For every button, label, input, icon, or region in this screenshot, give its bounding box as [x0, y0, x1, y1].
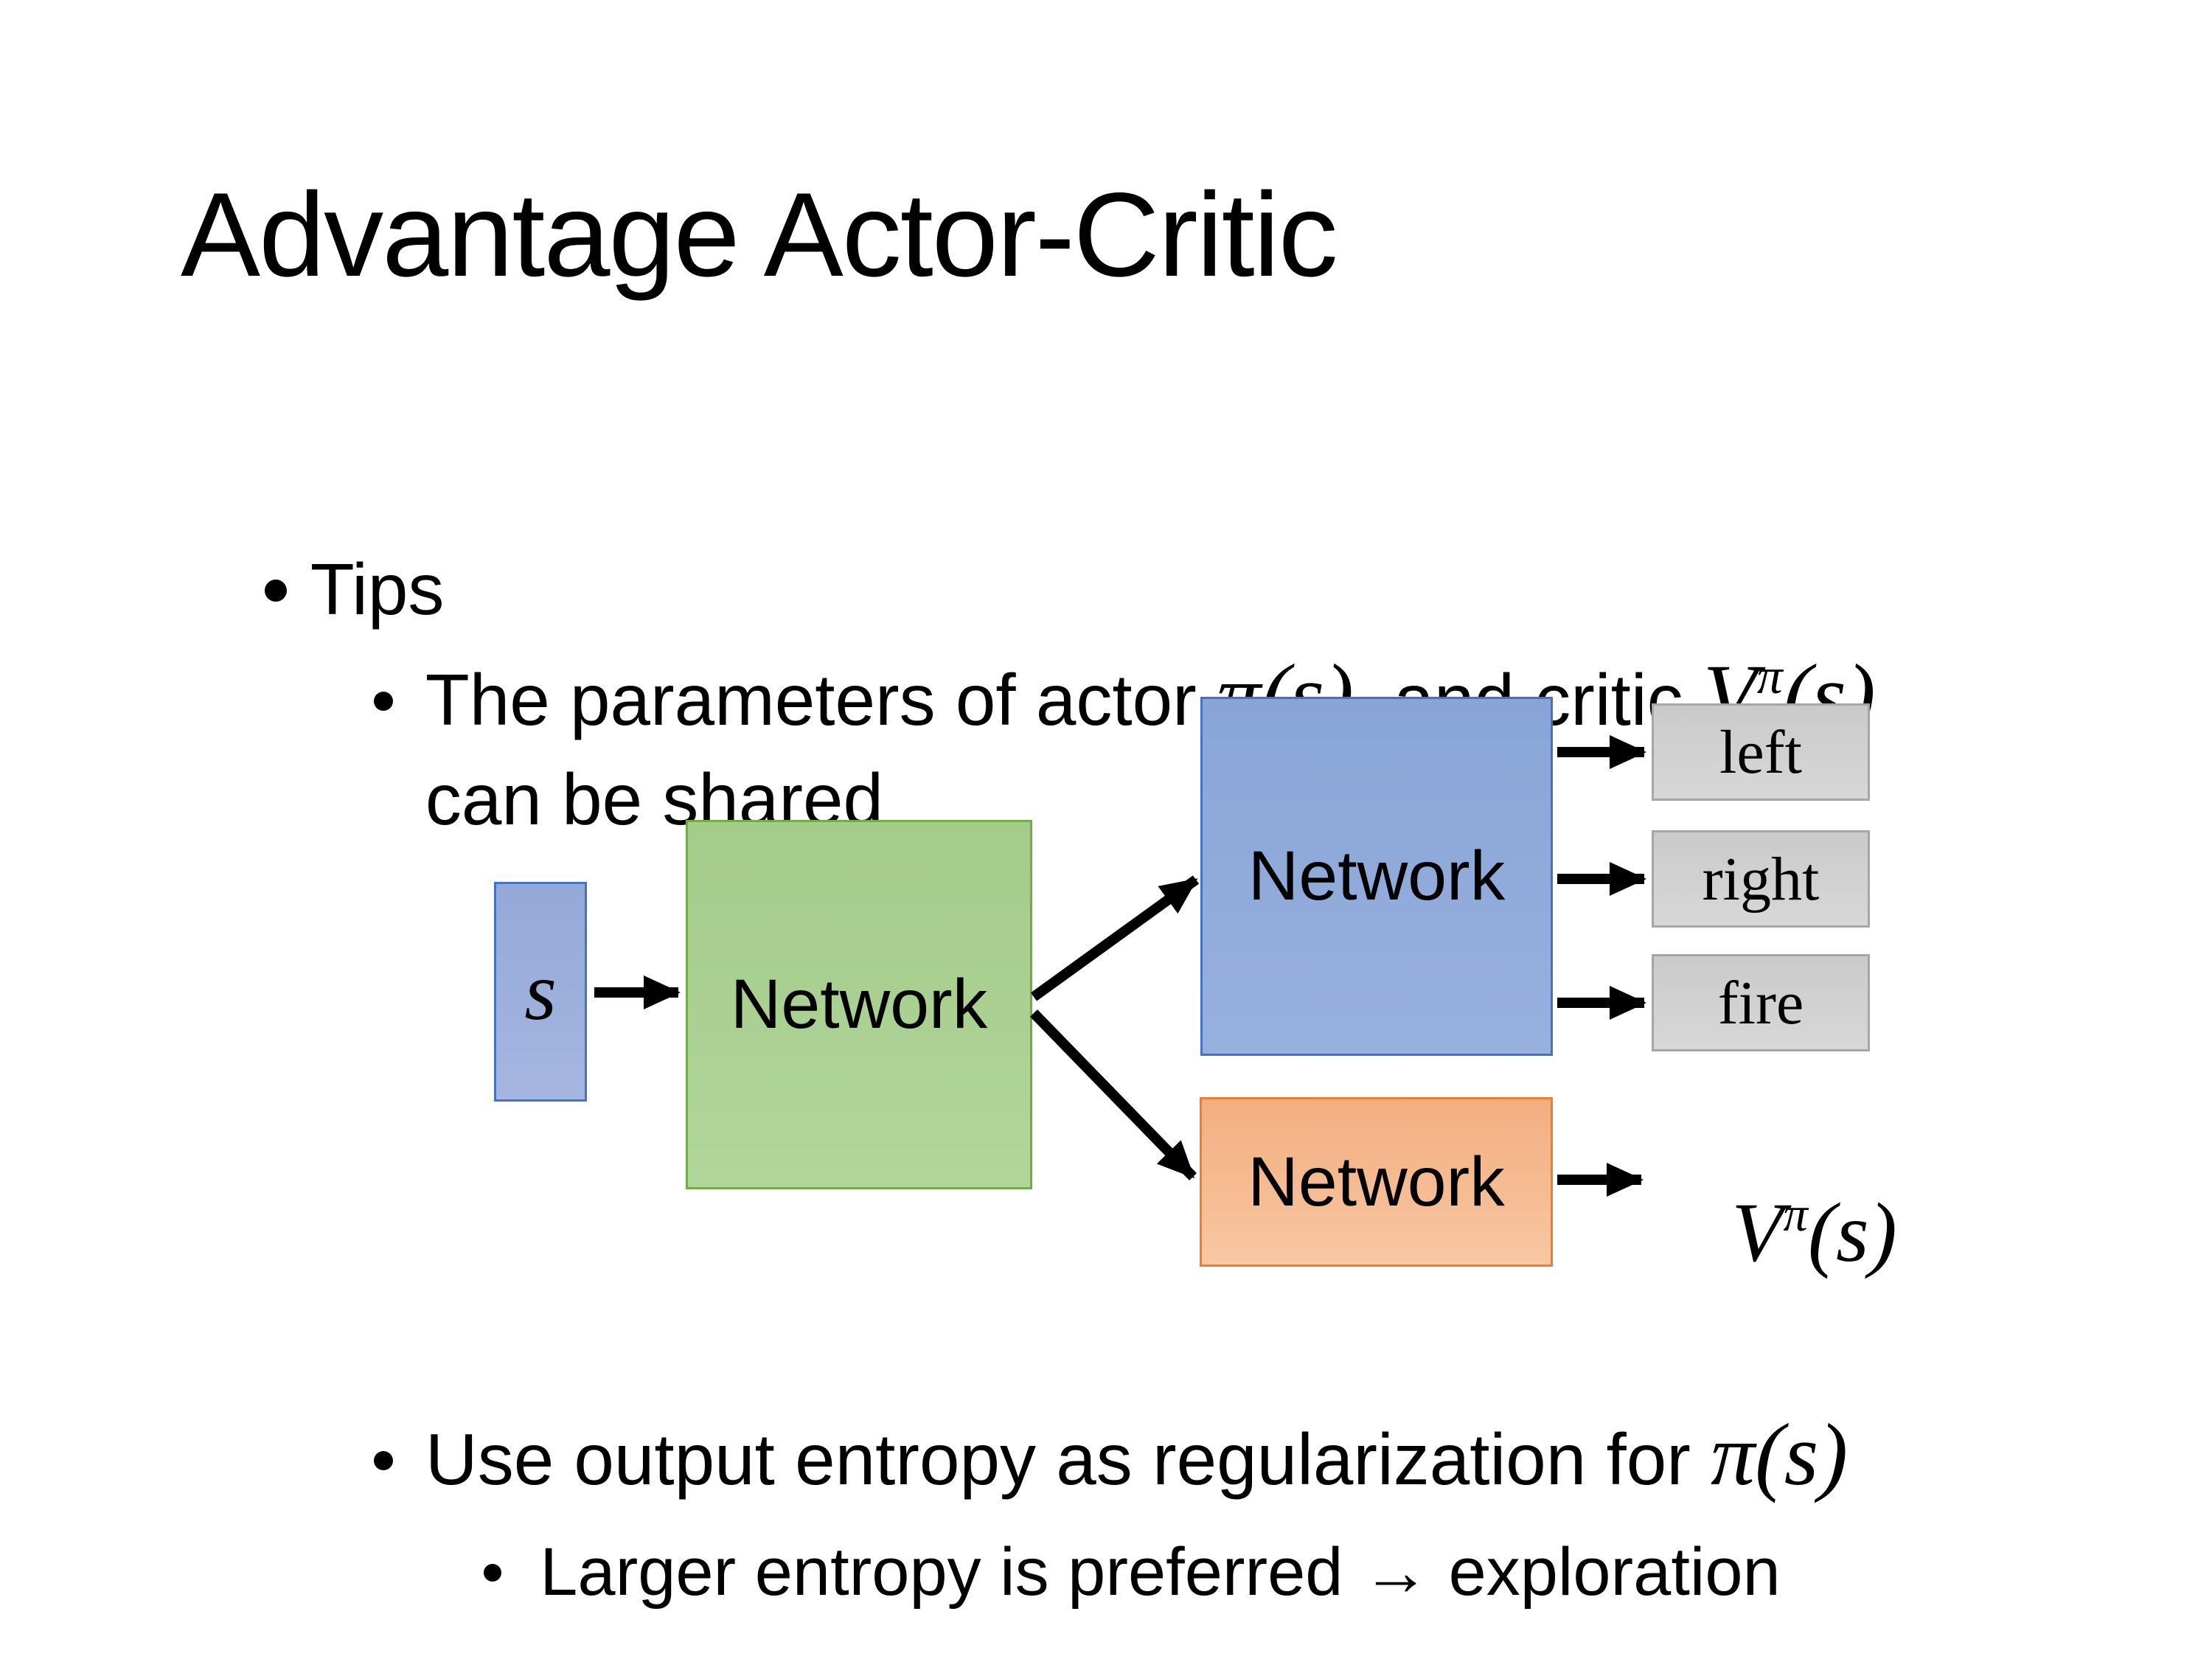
state-box: s: [494, 882, 587, 1102]
critic-network-label: Network: [1248, 1142, 1505, 1221]
slide-title: Advantage Actor-Critic: [181, 168, 1338, 302]
action-label-fire: fire: [1717, 968, 1804, 1037]
parameters-text: The parameters of actor: [425, 658, 1217, 740]
s-argument: (s): [1807, 1186, 1897, 1279]
entropy-text: Use output entropy as regularization for: [425, 1418, 1711, 1500]
bullet-icon: [484, 1564, 502, 1582]
action-label-right: right: [1702, 844, 1820, 914]
critic-output-math: Vπ(s): [1731, 1186, 1896, 1279]
state-label: s: [524, 945, 557, 1037]
critic-output-label: Vπ(s): [1655, 1118, 1896, 1357]
exploration-text: Larger entropy is preferred → exploratio…: [540, 1534, 1781, 1610]
shared-network-label: Network: [730, 965, 988, 1043]
pi-superscript: π: [1783, 1187, 1808, 1242]
actor-network-label: Network: [1248, 837, 1506, 915]
actor-network-box: Network: [1200, 697, 1553, 1056]
arrow-shared-to-actor: [1030, 875, 1200, 1001]
bullet-line-tips: Tips: [184, 453, 444, 725]
bullet-icon: [373, 691, 393, 711]
bullet-line-exploration: Larger entropy is preferred → exploratio…: [408, 1445, 1781, 1659]
bullet-icon: [264, 579, 287, 602]
pi-superscript: π: [1756, 647, 1783, 704]
action-label-left: left: [1719, 717, 1802, 787]
v-symbol: V: [1731, 1186, 1784, 1279]
action-box-right: right: [1652, 830, 1870, 928]
shared-network-box: Network: [686, 820, 1032, 1189]
tips-text: Tips: [310, 548, 445, 630]
pi-s-math: π(s): [1711, 1405, 1848, 1503]
arrow-shared-to-critic: [1029, 1009, 1197, 1180]
critic-network-box: Network: [1200, 1097, 1553, 1267]
action-box-fire: fire: [1652, 954, 1870, 1051]
bullet-line-entropy: Use output entropy as regularization for…: [293, 1324, 1848, 1595]
bullet-icon: [373, 1450, 393, 1470]
action-box-left: left: [1652, 703, 1870, 801]
